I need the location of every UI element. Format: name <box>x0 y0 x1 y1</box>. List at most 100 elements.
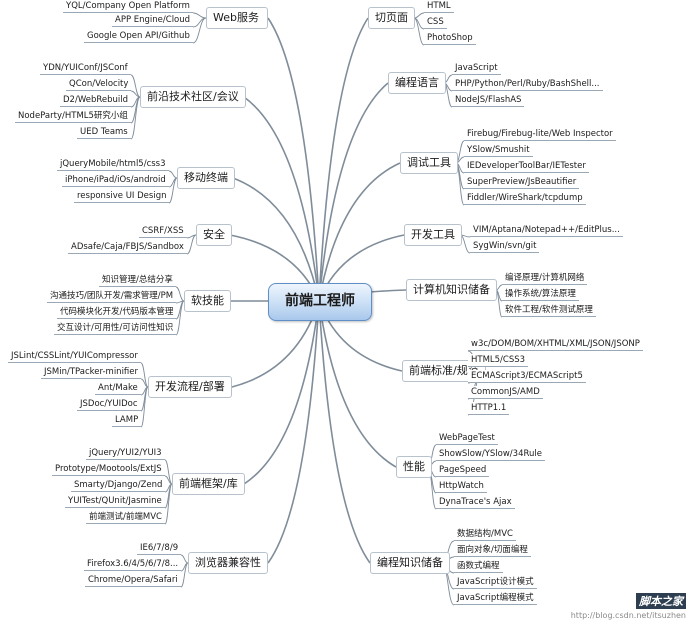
leaf-prog-3[interactable]: JavaScript设计模式 <box>454 576 537 589</box>
leaf-standards-2[interactable]: ECMAScript3/ECMAScript5 <box>468 370 586 383</box>
branch-topic-security[interactable]: 安全 <box>196 224 232 246</box>
leaf-frameworks-2[interactable]: Smarty/Django/Zend <box>71 479 166 492</box>
leaf-connector-frameworks-4 <box>164 483 173 525</box>
central-topic[interactable]: 前端工程师 <box>268 283 372 321</box>
branch-topic-lang[interactable]: 编程语言 <box>388 72 446 94</box>
leaf-lang-1[interactable]: PHP/Python/Perl/Ruby/BashShell... <box>452 78 603 91</box>
branch-topic-mobile[interactable]: 移动终端 <box>177 167 235 189</box>
leaf-browser-0[interactable]: IE6/7/8/9 <box>137 542 182 555</box>
leaf-devtools-0[interactable]: VIM/Aptana/Notepad++/EditPlus... <box>470 224 623 237</box>
connector-frameworks <box>243 300 320 485</box>
leaf-connector-slicing-0 <box>413 12 425 19</box>
leaf-devflow-3[interactable]: JSDoc/YUIDoc <box>77 398 141 411</box>
leaf-soft-0[interactable]: 知识管理/总结分享 <box>99 274 176 287</box>
leaf-web-2[interactable]: Google Open API/Github <box>84 30 193 43</box>
leaf-connector-browser-2 <box>180 562 189 588</box>
leaf-slicing-0[interactable]: HTML <box>424 0 454 13</box>
leaf-perf-0[interactable]: WebPageTest <box>436 432 498 445</box>
connector-mobile <box>232 177 320 302</box>
branch-topic-debug[interactable]: 调试工具 <box>400 152 458 174</box>
leaf-devflow-1[interactable]: JSMin/TPacker-minifier <box>41 366 142 379</box>
leaf-connector-devflow-4 <box>140 386 149 428</box>
leaf-mobile-0[interactable]: jQueryMobile/html5/css3 <box>57 158 169 171</box>
connector-prog <box>318 300 371 564</box>
leaf-frameworks-3[interactable]: YUITest/QUnit/Jasmine <box>65 495 165 508</box>
leaf-connector-mobile-0 <box>168 170 178 179</box>
branch-topic-browser[interactable]: 浏览器兼容性 <box>188 552 268 574</box>
leaf-cs-0[interactable]: 编译原理/计算机网络 <box>502 272 588 285</box>
watermark-url: http://blog.csdn.net/itsuzhen <box>570 611 686 620</box>
leaf-frameworks-1[interactable]: Prototype/Mootools/ExtJS <box>52 463 165 476</box>
branch-topic-web[interactable]: Web服务 <box>206 7 268 29</box>
leaf-connector-soft-3 <box>175 300 185 336</box>
leaf-browser-2[interactable]: Chrome/Opera/Safari <box>85 574 181 587</box>
connector-debug <box>318 162 401 302</box>
leaf-devflow-4[interactable]: LAMP <box>112 414 142 427</box>
connector-slicing <box>318 17 369 302</box>
leaf-standards-1[interactable]: HTML5/CSS3 <box>468 354 529 367</box>
leaf-connector-browser-0 <box>180 554 189 564</box>
leaf-slicing-1[interactable]: CSS <box>424 16 447 29</box>
leaf-standards-3[interactable]: CommonJS/AMD <box>468 386 543 399</box>
branch-topic-perf[interactable]: 性能 <box>396 456 432 478</box>
leaf-standards-4[interactable]: HTTP1.1 <box>468 402 510 415</box>
leaf-connector-mobile-2 <box>168 177 178 204</box>
leaf-mobile-2[interactable]: responsive UI Design <box>74 190 170 203</box>
leaf-lang-0[interactable]: JavaScript <box>452 62 501 75</box>
leaf-devflow-0[interactable]: JSLint/CSSLint/YUICompressor <box>8 350 141 363</box>
leaf-standards-0[interactable]: w3c/DOM/BOM/XHTML/XML/JSON/JSONP <box>468 338 643 351</box>
branch-topic-standards[interactable]: 前端标准/规范 <box>402 360 486 382</box>
connector-browser <box>267 300 320 564</box>
branch-topic-cs[interactable]: 计算机知识储备 <box>406 279 497 301</box>
leaf-perf-2[interactable]: PageSpeed <box>436 464 490 477</box>
leaf-community-2[interactable]: D2/WebRebuild <box>60 94 132 107</box>
connector-lang <box>318 82 389 302</box>
connector-community <box>243 96 320 302</box>
branch-topic-community[interactable]: 前沿技术社区/会议 <box>140 86 246 108</box>
leaf-browser-1[interactable]: Firefox3.6/4/5/6/7/8... <box>84 558 182 571</box>
leaf-frameworks-4[interactable]: 前端测试/前端MVC <box>86 511 165 524</box>
leaf-debug-2[interactable]: IEDeveloperToolBar/IETester <box>464 160 589 173</box>
leaf-security-0[interactable]: CSRF/XSS <box>139 225 187 238</box>
branch-topic-slicing[interactable]: 切页面 <box>368 7 415 29</box>
leaf-security-1[interactable]: ADsafe/Caja/FBJS/Sandbox <box>68 241 187 254</box>
leaf-devflow-2[interactable]: Ant/Make <box>95 382 141 395</box>
leaf-mobile-1[interactable]: iPhone/iPad/iOs/android <box>62 174 169 187</box>
leaf-community-1[interactable]: QCon/Velocity <box>66 78 132 91</box>
leaf-connector-community-4 <box>130 96 141 140</box>
leaf-perf-1[interactable]: ShowSlow/YSlow/34Rule <box>436 448 545 461</box>
leaf-cs-2[interactable]: 软件工程/软件测试原理 <box>502 304 596 317</box>
leaf-perf-4[interactable]: DynaTrace's Ajax <box>436 496 515 509</box>
leaf-lang-2[interactable]: NodeJS/FlashAS <box>452 94 525 107</box>
leaf-soft-1[interactable]: 沟通技巧/团队开发/需求管理/PM <box>47 290 177 303</box>
branch-topic-devflow[interactable]: 开发流程/部署 <box>148 376 232 398</box>
leaf-web-1[interactable]: APP Engine/Cloud <box>112 14 194 27</box>
leaf-soft-2[interactable]: 代码模块化开发/代码版本管理 <box>57 306 177 319</box>
leaf-slicing-2[interactable]: PhotoShop <box>424 32 476 45</box>
leaf-prog-0[interactable]: 数据结构/MVC <box>454 528 516 541</box>
leaf-perf-3[interactable]: HttpWatch <box>436 480 487 493</box>
leaf-debug-1[interactable]: YSlow/Smushit <box>464 144 533 157</box>
leaf-community-3[interactable]: NodeParty/HTML5研究小组 <box>15 110 131 123</box>
leaf-connector-web-2 <box>192 17 207 44</box>
branch-topic-frameworks[interactable]: 前端框架/库 <box>172 473 245 495</box>
leaf-frameworks-0[interactable]: jQuery/YUI2/YUI3 <box>86 447 165 460</box>
leaf-web-0[interactable]: YQL/Company Open Platform <box>63 0 193 13</box>
leaf-community-4[interactable]: UED Teams <box>77 126 131 139</box>
leaf-community-0[interactable]: YDN/YUIConf/JSConf <box>40 62 131 75</box>
branch-topic-soft[interactable]: 软技能 <box>184 290 231 312</box>
leaf-soft-3[interactable]: 交互设计/可用性/可访问性知识 <box>54 322 177 335</box>
connector-web <box>267 17 320 302</box>
leaf-devtools-1[interactable]: SygWin/svn/git <box>470 240 540 253</box>
leaf-debug-0[interactable]: Firebug/Firebug-lite/Web Inspector <box>464 128 616 141</box>
leaf-prog-1[interactable]: 面向对象/切面编程 <box>454 544 531 557</box>
leaf-prog-4[interactable]: JavaScript编程模式 <box>454 592 537 605</box>
branch-topic-prog[interactable]: 编程知识储备 <box>370 552 450 574</box>
leaf-debug-3[interactable]: SuperPreview/JsBeautifier <box>464 176 580 189</box>
branch-topic-devtools[interactable]: 开发工具 <box>404 224 462 246</box>
connector-perf <box>318 300 397 468</box>
leaf-cs-1[interactable]: 操作系统/算法原理 <box>502 288 579 301</box>
leaf-debug-4[interactable]: Fiddler/WireShark/tcpdump <box>464 192 586 205</box>
leaf-connector-slicing-2 <box>413 17 425 46</box>
leaf-prog-2[interactable]: 函数式编程 <box>454 560 503 573</box>
